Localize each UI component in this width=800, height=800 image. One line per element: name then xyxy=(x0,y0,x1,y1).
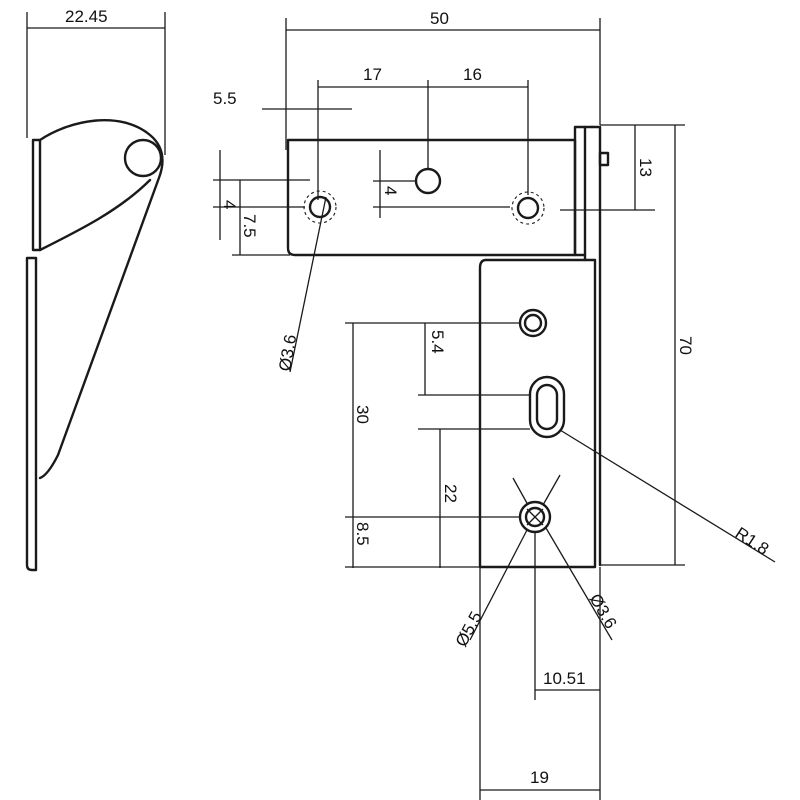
dim-tab-height: 13 xyxy=(636,158,655,177)
dim-bottom-hole-offset: 10.51 xyxy=(543,669,586,688)
dim-hole-offset-left: 4 xyxy=(220,200,239,209)
dim-line-17-16 xyxy=(317,80,529,200)
dim-overall-width: 50 xyxy=(430,9,449,28)
dim-line-22-8-5 xyxy=(345,429,520,568)
dim-hole-diameter-bottom: Ø3.6 xyxy=(586,591,621,632)
dim-slot-offset: 5.4 xyxy=(428,330,447,354)
dim-flange-height: 7.5 xyxy=(240,214,259,238)
dim-hole-spacing-1: 17 xyxy=(363,65,382,84)
dim-line-70 xyxy=(600,124,685,566)
dim-overall-height: 70 xyxy=(676,336,695,355)
dim-line-50 xyxy=(285,18,601,150)
dim-vertical-spacing: 30 xyxy=(353,405,372,424)
dim-line-mid-vertical xyxy=(373,150,510,218)
dim-side-width: 22.45 xyxy=(65,7,108,26)
leader-slot xyxy=(559,429,776,563)
dim-line-5-4-30 xyxy=(345,322,530,568)
dim-countersink-diameter: Ø5.5 xyxy=(452,608,486,649)
dim-line-13 xyxy=(560,124,655,211)
dim-bottom-hole-height: 22 xyxy=(441,484,460,503)
dim-slot-radius: R1.8 xyxy=(732,523,772,558)
dim-hole-spacing-2: 16 xyxy=(463,65,482,84)
dim-line-10-51 xyxy=(534,532,601,700)
dim-bottom-offset: 8.5 xyxy=(353,522,372,546)
side-view xyxy=(25,12,166,572)
dim-edge-offset: 5.5 xyxy=(213,89,237,108)
leader-hole-top xyxy=(289,196,327,373)
dim-hole-offset-mid: 4 xyxy=(381,186,400,195)
dim-line-19 xyxy=(479,567,601,800)
dim-hole-diameter-top: Ø3.6 xyxy=(275,333,300,373)
dim-line-left-vertical xyxy=(213,150,310,256)
dim-bottom-width: 19 xyxy=(530,768,549,787)
leaders-bottom-hole xyxy=(469,474,613,641)
